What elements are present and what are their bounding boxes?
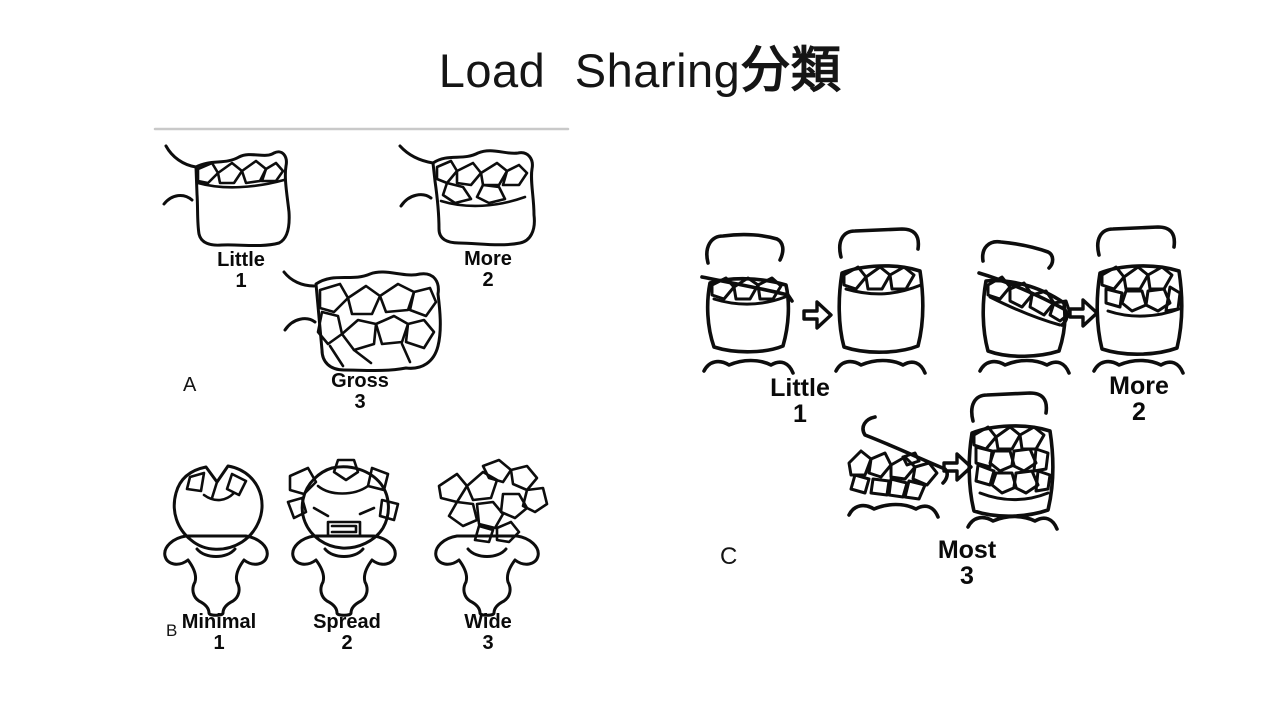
label-number: 3 [482, 632, 494, 654]
slide-title: Load Sharing分類 [0, 30, 1280, 102]
panel-c-letter: C [720, 543, 738, 570]
correction-arrow-most [942, 452, 973, 482]
slide-title-latin: Load Sharing [438, 44, 741, 97]
slide-title-cjk: 分類 [740, 42, 842, 98]
vertebra-axial-b-spread [286, 458, 400, 617]
label-text: Minimal [181, 611, 257, 633]
label-text: Most [937, 536, 997, 564]
vertebra-axial-b-minimal [163, 464, 269, 617]
label-number: 2 [1132, 398, 1146, 426]
vertebra-sketch-a-more [398, 144, 536, 247]
label-panel-b-spread: Spread 2 [302, 612, 392, 654]
label-number: 3 [354, 391, 366, 413]
correction-arrow-more [1068, 298, 1099, 328]
label-number: 2 [482, 269, 494, 291]
vertebra-c-little-after [834, 227, 927, 375]
label-number: 1 [793, 400, 807, 428]
label-panel-a-little: Little 1 [196, 250, 286, 292]
label-text: Wide [464, 611, 512, 633]
label-panel-c-little: Little 1 [750, 375, 850, 427]
label-text: Little [217, 249, 265, 271]
vertebra-sketch-a-little [162, 144, 291, 248]
figure-load-sharing-panels-a-b: Little 1 More 2 Gross 3 A Minimal 1 Spre… [150, 122, 580, 670]
label-panel-a-gross: Gross 3 [315, 371, 405, 413]
vertebra-c-more-after [1092, 225, 1185, 375]
panel-c-drawing [700, 225, 1185, 531]
label-panel-c-more: More 2 [1089, 373, 1189, 425]
panel-a-b-drawing [153, 127, 570, 617]
vertebra-axial-b-wide [434, 458, 549, 617]
vertebra-c-little-before [700, 232, 795, 375]
correction-arrow-little [802, 300, 833, 330]
label-panel-b-minimal: Minimal 1 [174, 612, 264, 654]
vertebra-c-more-before [977, 239, 1072, 375]
panel-b-letter: B [166, 621, 178, 640]
label-number: 1 [235, 270, 247, 292]
label-text: More [464, 248, 512, 270]
panel-a-letter: A [183, 374, 197, 396]
label-panel-a-more: More 2 [443, 249, 533, 291]
label-number: 3 [960, 562, 974, 590]
vertebra-sketch-a-gross [282, 270, 442, 372]
label-text: Spread [313, 611, 381, 633]
label-text: More [1109, 372, 1169, 400]
vertebra-c-most-before [847, 415, 949, 519]
label-number: 2 [341, 632, 353, 654]
label-panel-b-wide: Wide 3 [443, 612, 533, 654]
vertebra-c-most-after [966, 391, 1059, 531]
label-text: Little [770, 374, 830, 402]
label-text: Gross [331, 370, 389, 392]
label-number: 1 [213, 632, 225, 654]
label-panel-c-most: Most 3 [917, 537, 1017, 589]
figure-load-sharing-panel-c: Little 1 More 2 Most 3 C [690, 225, 1250, 595]
